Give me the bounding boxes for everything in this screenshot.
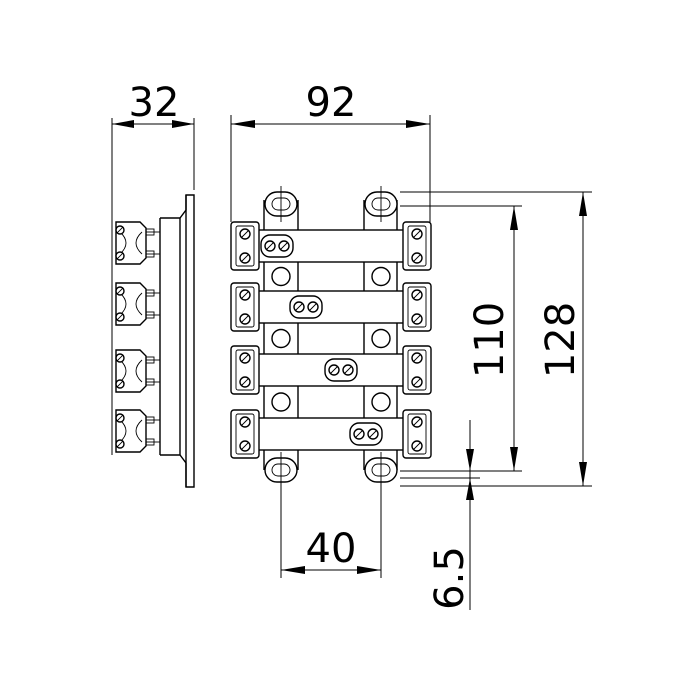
dim-label-edge-offset: 6.5 [427, 546, 473, 610]
screw-icon [278, 240, 290, 252]
screw-icon [353, 428, 365, 440]
screw-icon [411, 352, 423, 364]
screw-icon [342, 364, 354, 376]
screw-icon [264, 240, 276, 252]
terminal-end-right [402, 282, 432, 332]
screw-icon [239, 376, 251, 388]
screw-icon [115, 286, 125, 296]
hole [371, 328, 391, 349]
screw-icon [239, 416, 251, 428]
hole [371, 266, 391, 287]
screw-icon [115, 413, 125, 423]
screw-icon [328, 364, 340, 376]
screw-icon [307, 301, 319, 313]
dim-label-height-total: 128 [538, 302, 584, 378]
screw-icon [367, 428, 379, 440]
screw-icon [239, 313, 251, 325]
hole [271, 392, 291, 412]
front-view [230, 186, 432, 488]
terminal-end-right [402, 345, 432, 395]
terminal-end-left [230, 282, 260, 332]
side-terminal-unit [115, 221, 160, 265]
screw-icon [115, 312, 125, 322]
hole [371, 392, 391, 412]
screw-icon [239, 352, 251, 364]
mounting-slot-top-right [364, 186, 398, 222]
screw-icon [411, 440, 423, 452]
terminal-row [230, 221, 432, 271]
dimension-labels: 32 92 40 110 128 6.5 [129, 80, 584, 610]
terminal-end-left [230, 409, 260, 459]
terminal-row [230, 345, 432, 395]
screw-icon [411, 313, 423, 325]
screw-icon [239, 289, 251, 301]
screw-icon [239, 228, 251, 240]
screw-icon [293, 301, 305, 313]
side-terminal-unit [115, 409, 160, 453]
terminal-row [230, 282, 432, 332]
dim-label-height-inner: 110 [467, 302, 513, 378]
screw-icon [411, 228, 423, 240]
dim-label-front-width: 92 [306, 80, 357, 126]
side-terminal-unit [115, 282, 160, 326]
screw-icon [411, 376, 423, 388]
screw-icon [115, 439, 125, 449]
screw-icon [411, 289, 423, 301]
screw-icon [239, 440, 251, 452]
screw-icon [115, 353, 125, 363]
screw-icon [115, 379, 125, 389]
screw-icon [411, 416, 423, 428]
hole [271, 328, 291, 349]
terminal-end-right [402, 221, 432, 271]
terminal-row [230, 409, 432, 459]
hole [271, 266, 291, 287]
side-view [115, 194, 195, 488]
terminal-end-right [402, 409, 432, 459]
screw-icon [115, 251, 125, 261]
screw-icon [411, 252, 423, 264]
side-terminal-unit [115, 349, 160, 393]
mounting-slot-top-left [264, 186, 298, 222]
screw-icon [115, 225, 125, 235]
dimension-lines [111, 115, 592, 610]
dim-label-side-width: 32 [129, 80, 180, 126]
terminal-end-left [230, 221, 260, 271]
dim-label-mount-spacing: 40 [306, 526, 357, 572]
terminal-end-left [230, 345, 260, 395]
screw-icon [239, 252, 251, 264]
